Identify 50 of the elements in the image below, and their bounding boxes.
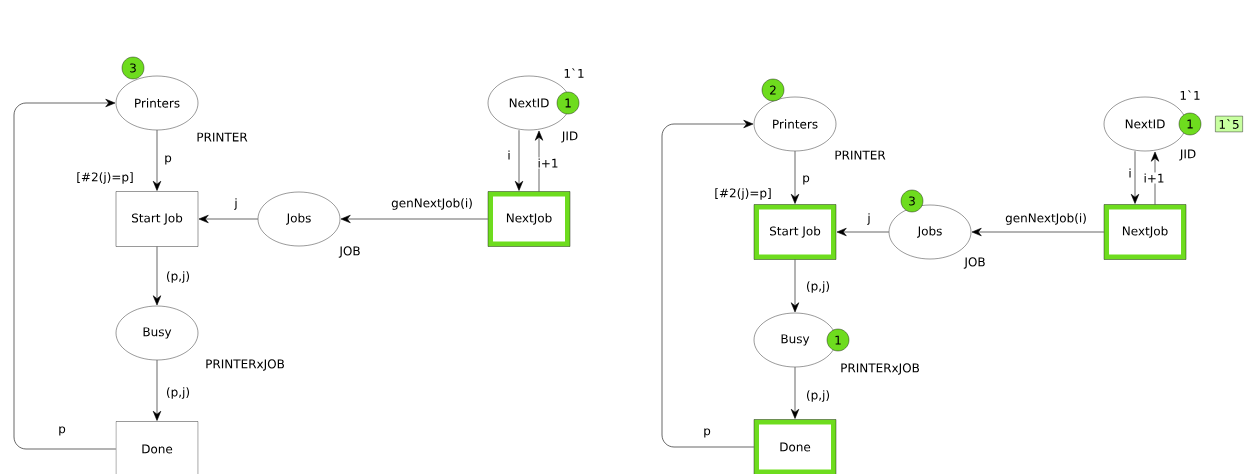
arc-arrow — [152, 246, 162, 306]
inscription-text: PRINTERxJOB — [206, 359, 284, 371]
arc-inscription: p — [57, 425, 67, 437]
inscription-text: JOB — [963, 257, 985, 269]
arc-inscription: j — [866, 212, 872, 226]
arc-arrow — [198, 214, 259, 224]
enabled-transition-box: Done — [753, 419, 837, 474]
arc-inscription: i — [1127, 167, 1133, 179]
arc-arrow — [1150, 151, 1160, 205]
inscription-text: 1`1 — [564, 68, 584, 78]
arc-arrow — [790, 150, 800, 204]
inscription-text: PRINTER — [197, 132, 248, 142]
arc-inscription: p — [801, 174, 811, 186]
enabled-transition-box: NextJob — [1103, 204, 1187, 260]
inscription-text: JID — [1179, 149, 1196, 161]
arc-inscription: j — [233, 197, 239, 211]
arc-inscription: (p,j) — [804, 389, 832, 403]
arc-arrow — [340, 214, 489, 224]
enabled-transition-box: NextJob — [487, 191, 571, 247]
arc-inscription: p — [702, 427, 712, 439]
arc-arrow — [661, 119, 755, 448]
inscription-text: JID — [561, 131, 578, 143]
inscription-text: JOB — [338, 246, 360, 258]
arc-arrow — [13, 98, 117, 450]
arc-arrow — [836, 227, 890, 237]
inscription-text: [#2(j)=p] — [715, 188, 771, 200]
inscription-text: PRINTER — [835, 150, 886, 160]
marking-box: 1`5 — [1215, 115, 1243, 133]
arc-inscription: genNextJob(i) — [1004, 212, 1088, 226]
arc-inscription: genNextJob(i) — [390, 197, 474, 211]
inscription-text: [#2(j)=p] — [77, 172, 133, 184]
transition-box: Done — [115, 421, 199, 474]
arc-inscription: i+1 — [1142, 172, 1166, 184]
arc-inscription: i+1 — [536, 157, 560, 169]
enabled-transition-box: Start Job — [753, 204, 837, 260]
arc-arrow — [790, 366, 800, 419]
arc-arrow — [1130, 150, 1140, 204]
arc-arrow — [514, 129, 524, 191]
transition-box: Start Job — [115, 191, 199, 247]
arc-arrow — [152, 359, 162, 421]
arc-inscription: i — [506, 149, 512, 161]
arc-arrow — [790, 259, 800, 313]
arc-inscription: (p,j) — [164, 386, 192, 400]
inscription-text: PRINTERxJOB — [841, 363, 919, 375]
arc-inscription: (p,j) — [164, 270, 192, 284]
arc-inscription: p — [163, 154, 173, 166]
arc-arrow — [534, 130, 544, 192]
arc-arrow — [152, 129, 162, 191]
arc-arrow — [971, 227, 1105, 237]
arc-inscription: (p,j) — [804, 280, 832, 294]
